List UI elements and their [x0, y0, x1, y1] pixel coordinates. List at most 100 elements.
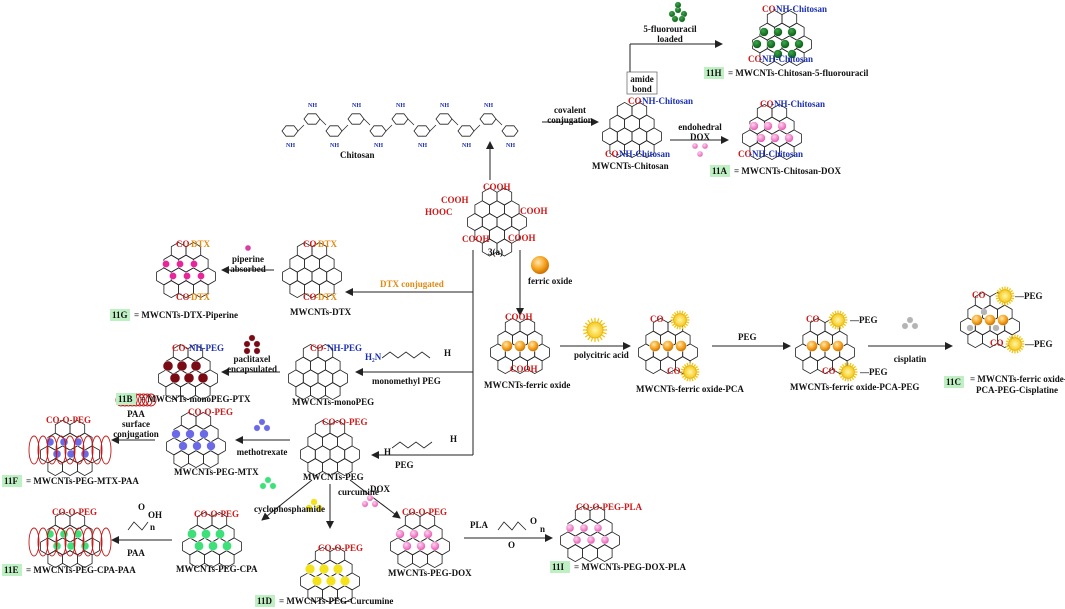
cis-ferric-dot — [984, 314, 996, 326]
hex-ring — [645, 356, 661, 375]
core-cooh-right2: COOH — [508, 233, 536, 243]
ptx-label: paclitaxel — [234, 354, 271, 364]
curcumine-loaded-dot — [326, 576, 337, 587]
dtx-co-top: CO — [303, 239, 317, 249]
pca-co-top: CO — [650, 314, 664, 324]
dox-dot — [691, 142, 699, 150]
ptx-loaded-dot — [190, 360, 202, 372]
11a-co-top: CO — [760, 99, 774, 109]
11d-caption: = MWCNTs-PEG-Curcumine — [279, 596, 393, 606]
11g-co-bottom: CO — [176, 292, 190, 302]
5fu-loaded-dot — [773, 49, 783, 59]
cpa-loaded-dot — [187, 529, 197, 539]
paa-oh: OH — [148, 510, 162, 520]
monopeg-reaction-label: monomethyl PEG — [372, 376, 441, 386]
piperine-loaded-dot — [169, 272, 177, 280]
ptx-dot — [253, 340, 261, 348]
pla-dox-dot — [572, 535, 582, 545]
11g-co-top: CO — [176, 239, 190, 249]
core-label: 3(a) — [488, 247, 503, 257]
dox-endohedral-label: DOX — [690, 132, 711, 142]
peg-dox-label: DOX — [370, 484, 391, 494]
ptx-loaded-dot — [197, 372, 209, 384]
pca-ferric-dot — [649, 340, 661, 352]
ferric-oxide-particle-icon — [531, 256, 549, 274]
pca-sun-bottom — [680, 362, 700, 382]
11b-nh: NH-PEG — [189, 343, 224, 353]
mtx-loaded-dot — [206, 441, 216, 451]
hex-ring — [288, 369, 304, 388]
11f-co: CO-O-PEG — [46, 415, 91, 425]
curcumine-loaded-dot — [319, 564, 330, 575]
11f-mid-co: CO-O-PEG — [188, 407, 233, 417]
tag-11b-bg — [116, 393, 136, 405]
peg-reaction-label: PEG — [395, 460, 414, 470]
core-cooh-right1: COOH — [520, 206, 548, 216]
hex-ring — [326, 267, 342, 286]
hex-ring — [318, 280, 335, 299]
cpa-loaded-dot — [208, 541, 218, 551]
curcumine-loaded-dot — [340, 576, 351, 587]
svg-text:NH: NH — [440, 103, 449, 109]
tag-11g-bg — [110, 309, 130, 321]
cis-co-bottom: CO — [990, 338, 1004, 348]
peg-dox-dot — [366, 494, 374, 502]
hex-ring — [789, 48, 805, 67]
cpa-loaded-dot — [222, 541, 232, 551]
tag-11h-bg — [704, 67, 724, 79]
cis-ferric-dot — [997, 314, 1009, 326]
pla-label: PLA — [470, 520, 489, 530]
pca-sun-icon — [582, 317, 608, 343]
amide-bond-label: amide — [630, 74, 654, 84]
mwcnt-peg-dox-pla — [560, 505, 620, 563]
svg-text:NH: NH — [286, 143, 295, 149]
mwcnt-ferric-pca — [638, 317, 698, 375]
hex-ring — [602, 127, 618, 146]
5fu-loaded-dot — [780, 39, 790, 49]
hex-ring — [639, 140, 655, 159]
ptx-dot — [248, 334, 256, 342]
pla-dox-dot — [565, 523, 575, 533]
cis-co-top: CO — [972, 290, 986, 300]
paa-surface-label: conjugation — [113, 429, 159, 439]
svg-text:NH: NH — [484, 103, 493, 109]
cpa-paa-dot — [80, 541, 90, 551]
11g-caption: = MWCNTs-DTX-Piperine — [134, 310, 238, 320]
mwcnt-peg-mtx — [166, 411, 226, 469]
piperine-loaded-dot — [176, 260, 184, 268]
mtx-loaded-dot — [171, 429, 181, 439]
cisplatin-dot — [901, 322, 909, 330]
arrow-cpa — [261, 479, 313, 521]
5fu-loaded-dot — [787, 49, 797, 59]
mwcnt-peg-label: MWCNTs-PEG — [303, 472, 364, 482]
hex-ring — [412, 550, 428, 569]
11c-caption-1: = MWCNTs-ferric oxide- — [970, 374, 1065, 384]
reaction-arrows — [111, 40, 953, 544]
ferric-reaction-label: ferric oxide — [528, 276, 572, 286]
mwcnt-chitosan — [602, 101, 662, 159]
11a-nh-top: -NH-Chitosan — [771, 99, 825, 109]
11h-co-top: CO — [762, 4, 776, 14]
pla-structure-icon — [497, 521, 527, 531]
paa-structure-icon — [127, 521, 149, 531]
cpa-dot — [259, 482, 267, 490]
curcumine-dot — [315, 504, 323, 512]
peg-o: O-PEG — [339, 417, 368, 427]
dox-dot — [696, 150, 704, 158]
peg-dox-dot — [371, 500, 379, 508]
mtx-paa-dot — [80, 449, 90, 459]
5fu-dot — [671, 15, 679, 23]
svg-text:NH: NH — [374, 143, 383, 149]
11h-caption: = MWCNTs-Chitosan-5-fluorouracil — [728, 68, 869, 78]
tag-11a: 11A — [712, 166, 728, 176]
curcumine-loaded-dot — [333, 564, 344, 575]
tag-11i-bg — [550, 561, 570, 573]
5fu-loaded-dot — [787, 27, 797, 37]
hex-ring — [967, 330, 983, 349]
hex-ring — [332, 369, 348, 388]
hex-ring — [300, 445, 316, 464]
paa-n: n — [150, 522, 155, 532]
11f-caption: = MWCNTs-PEG-MTX-PAA — [26, 476, 139, 486]
pca-ferric-dot — [675, 340, 687, 352]
ptx-label: encapsulated — [227, 364, 277, 374]
